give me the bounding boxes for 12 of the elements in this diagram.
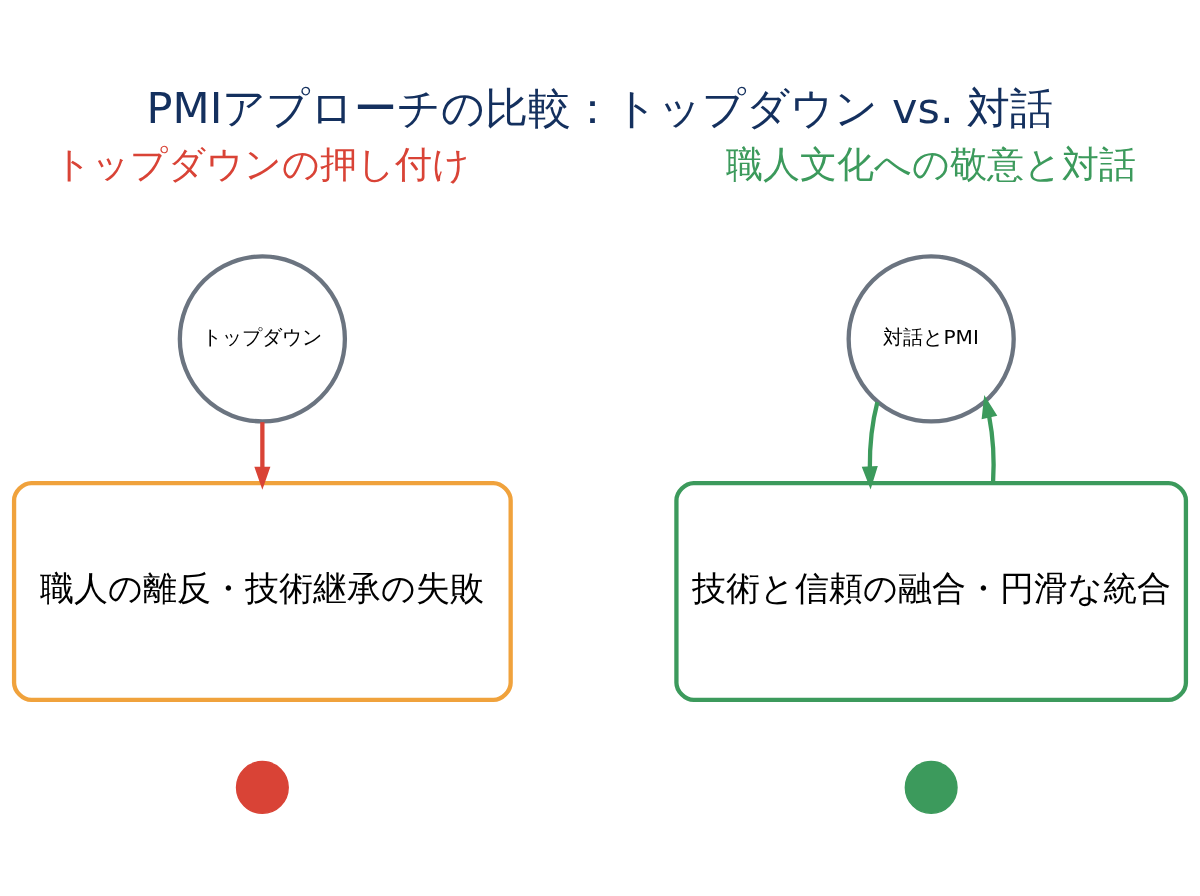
node-box: 技術と信頼の融合・円滑な統合 <box>674 481 1189 703</box>
label: 職人文化への敬意と対話 <box>726 142 1137 187</box>
node-circle <box>235 760 289 814</box>
arrow <box>254 422 271 490</box>
node-circle <box>904 760 958 814</box>
label: トップダウンの押し付け <box>54 142 471 187</box>
node-circle: 対話とPMI <box>846 254 1016 424</box>
diagram-title: PMIアプローチの比較：トップダウン vs. 対話 <box>146 82 1054 133</box>
arrow <box>861 401 880 490</box>
node-box: 職人の離反・技術継承の失敗 <box>11 481 513 703</box>
node-circle: トップダウン <box>177 254 348 424</box>
arrow <box>981 395 998 483</box>
